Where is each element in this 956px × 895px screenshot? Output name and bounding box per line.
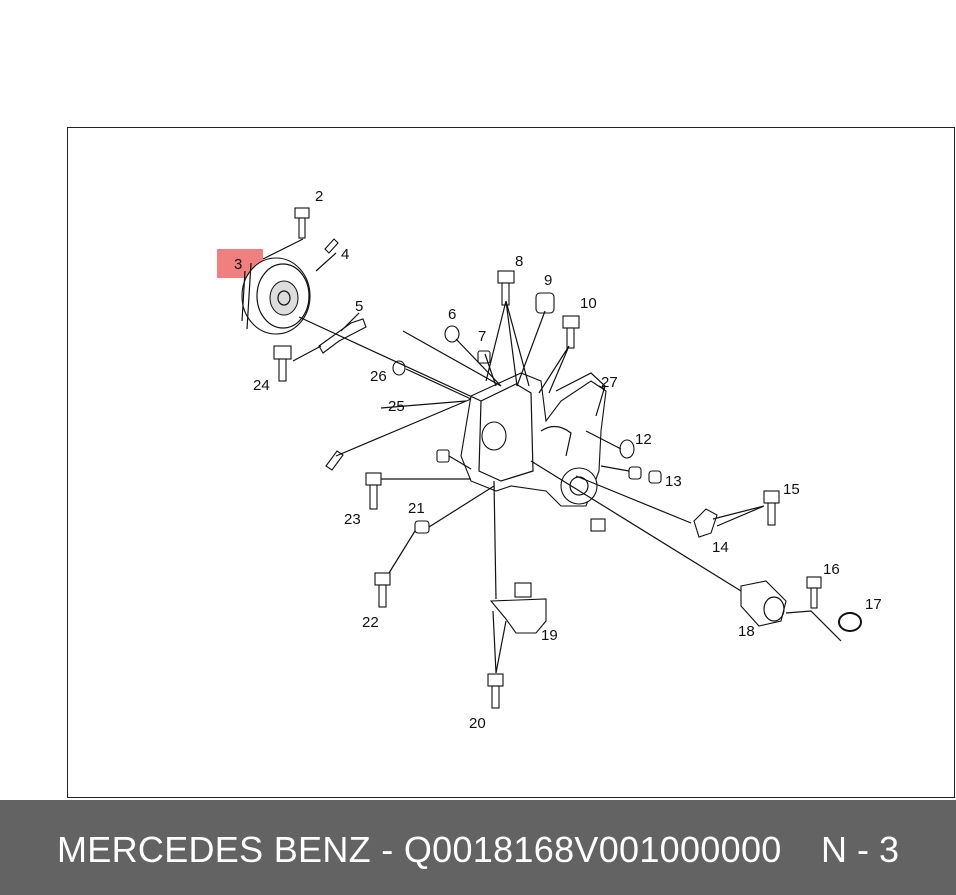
part-label: 20 bbox=[469, 715, 486, 732]
bolt-2 bbox=[294, 207, 310, 239]
bolt-24 bbox=[273, 345, 292, 382]
leader-lines bbox=[262, 238, 842, 674]
bolt-16 bbox=[806, 576, 822, 609]
dowel-pin bbox=[436, 449, 450, 463]
clutch-assembly bbox=[241, 257, 311, 335]
part-label: 15 bbox=[783, 481, 800, 498]
part-label: 6 bbox=[448, 306, 456, 323]
bolt-10 bbox=[562, 315, 580, 349]
part-label: 4 bbox=[341, 246, 349, 263]
bolt-23 bbox=[365, 472, 382, 510]
cap-9 bbox=[535, 292, 555, 314]
part-label: 18 bbox=[738, 623, 755, 640]
part-label: 22 bbox=[362, 614, 379, 631]
connector bbox=[590, 518, 606, 532]
part-label: 19 bbox=[541, 627, 558, 644]
part-label: 24 bbox=[253, 377, 270, 394]
seal-12 bbox=[619, 439, 635, 459]
part-labels: 2 3 4 5 6 7 8 9 10 12 13 14 15 16 17 18 … bbox=[234, 188, 882, 732]
bolt-15 bbox=[763, 490, 780, 526]
transmission-housing bbox=[460, 372, 607, 507]
dowel-pin bbox=[477, 350, 491, 364]
part-label: 9 bbox=[544, 272, 552, 289]
part-label: 13 bbox=[665, 473, 682, 490]
part-label: 17 bbox=[865, 596, 882, 613]
valve-19 bbox=[489, 582, 547, 634]
part-label: 26 bbox=[370, 368, 387, 385]
diagram-frame: 2 3 4 5 6 7 8 9 10 12 13 14 15 16 17 18 … bbox=[67, 127, 955, 798]
pin-4 bbox=[324, 238, 339, 254]
seal-6 bbox=[444, 325, 460, 343]
sensor-14 bbox=[693, 508, 718, 538]
part-label: 23 bbox=[344, 511, 361, 528]
bolt-8 bbox=[497, 270, 515, 306]
pin-25 bbox=[325, 450, 344, 471]
parts-diagram: 2 3 4 5 6 7 8 9 10 12 13 14 15 16 17 18 … bbox=[217, 188, 882, 732]
bolt-22 bbox=[374, 572, 391, 608]
part-label: 27 bbox=[601, 374, 618, 391]
part-label: 5 bbox=[355, 298, 363, 315]
part-label: 10 bbox=[580, 295, 597, 312]
sensor-21 bbox=[414, 520, 430, 534]
part-label: 12 bbox=[635, 431, 652, 448]
part-label: 25 bbox=[388, 398, 405, 415]
release-lever-5 bbox=[318, 318, 367, 354]
part-label: 21 bbox=[408, 500, 425, 517]
bolt-20 bbox=[487, 673, 504, 709]
footer-ref: N - 3 bbox=[820, 829, 899, 870]
part-label: 3 bbox=[234, 256, 242, 273]
o-ring-17 bbox=[838, 612, 862, 632]
part-label: 2 bbox=[315, 188, 323, 205]
plug-13 bbox=[628, 466, 662, 484]
footer-title: MERCEDES BENZ - Q0018168V001000000 bbox=[57, 829, 782, 870]
actuator-18 bbox=[740, 580, 787, 627]
part-label: 14 bbox=[712, 539, 729, 556]
part-label: 7 bbox=[478, 328, 486, 345]
part-label: 16 bbox=[823, 561, 840, 578]
footer-bar: MERCEDES BENZ - Q0018168V001000000 N - 3 bbox=[0, 800, 956, 895]
part-label: 8 bbox=[515, 253, 523, 270]
